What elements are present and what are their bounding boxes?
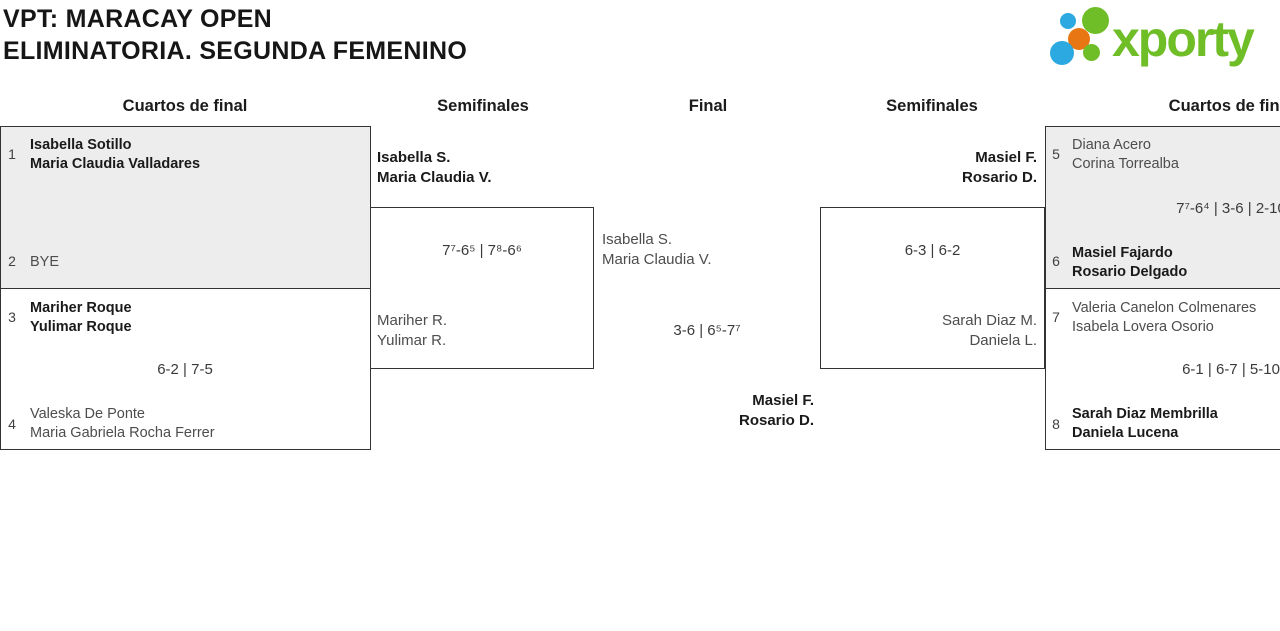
player-name: Sarah Diaz M. — [941, 312, 1037, 329]
sf-left-box — [370, 207, 594, 369]
seed-number: 7 — [1052, 309, 1060, 325]
match-score: 6-2 | 7-5 — [157, 361, 213, 378]
team-entry: Diana Acero Corina Torrealba — [1072, 136, 1179, 174]
team-entry: Valeria Canelon Colmenares Isabela Lover… — [1072, 299, 1256, 337]
round-header-final: Final — [688, 97, 728, 115]
team-entry: Valeska De Ponte Maria Gabriela Rocha Fe… — [30, 405, 215, 443]
player-name: Rosario D. — [961, 169, 1037, 186]
match-score: 7⁷-6⁵ | 7⁸-6⁶ — [442, 242, 522, 259]
team-entry: Masiel Fajardo Rosario Delgado — [1072, 244, 1187, 282]
player-name: Maria Claudia V. — [377, 169, 492, 186]
player-name: Mariher R. — [377, 312, 448, 329]
player-name: Rosario Delgado — [1072, 264, 1188, 280]
player-name: Maria Claudia Valladares — [30, 156, 201, 172]
player-name: Valeska De Ponte — [30, 406, 145, 422]
player-name: Masiel Fajardo — [1072, 245, 1173, 261]
sf-right-box — [820, 207, 1045, 369]
seed-number: 6 — [1052, 253, 1060, 269]
team-entry: Isabella S. Maria Claudia V. — [602, 230, 712, 270]
round-header-qf-left: Cuartos de final — [122, 97, 248, 115]
player-name: Daniela L. — [969, 332, 1037, 349]
team-entry: Sarah Diaz Membrilla Daniela Lucena — [1072, 405, 1218, 443]
seed-number: 1 — [8, 146, 16, 162]
player-name: Yulimar Roque — [30, 319, 132, 335]
round-header-qf-right: Cuartos de final — [1168, 97, 1280, 115]
player-name: Masiel F. — [752, 392, 814, 409]
match-score: 7⁷-6⁴ | 3-6 | 2-10 — [1176, 200, 1280, 217]
team-entry: Isabella Sotillo Maria Claudia Valladare… — [30, 136, 200, 174]
player-name: Isabella S. — [602, 231, 673, 248]
bye-label: BYE — [30, 254, 60, 270]
tournament-title: VPT: MARACAY OPEN — [3, 5, 273, 33]
logo-dot-green-small-icon — [1083, 44, 1100, 61]
seed-number: 3 — [8, 309, 16, 325]
player-name: Isabela Lovera Osorio — [1072, 319, 1214, 335]
seed-number: 2 — [8, 253, 16, 269]
tournament-subtitle: ELIMINATORIA. SEGUNDA FEMENINO — [3, 37, 468, 65]
logo-wordmark: xporty — [1112, 11, 1255, 67]
team-entry: Mariher Roque Yulimar Roque — [30, 299, 132, 337]
seed-number: 5 — [1052, 146, 1060, 162]
match-score: 3-6 | 6⁵-7⁷ — [673, 322, 741, 339]
match-score: 6-1 | 6-7 | 5-10 — [1182, 361, 1280, 378]
match-score: 6-3 | 6-2 — [904, 242, 961, 259]
qf-right-box — [1045, 126, 1280, 450]
round-header-sf-right: Semifinales — [886, 97, 978, 115]
round-header-sf-left: Semifinales — [437, 97, 529, 115]
player-name: Rosario D. — [738, 412, 814, 429]
player-name: Masiel F. — [975, 149, 1037, 166]
player-name: Sarah Diaz Membrilla — [1072, 406, 1218, 422]
team-entry: Isabella S. Maria Claudia V. — [377, 148, 492, 188]
player-name: Corina Torrealba — [1072, 156, 1179, 172]
seed-number: 4 — [8, 416, 16, 432]
champion-entry: Masiel F. Rosario D. — [600, 391, 814, 431]
logo-dot-blue-large-icon — [1050, 41, 1074, 65]
player-name: Daniela Lucena — [1072, 425, 1179, 441]
player-name: Valeria Canelon Colmenares — [1072, 300, 1257, 316]
player-name: Isabella S. — [377, 149, 451, 166]
player-name: Maria Claudia V. — [602, 251, 712, 268]
team-entry: BYE — [30, 253, 59, 272]
logo-dot-orange-icon — [1068, 28, 1090, 50]
seed-number: 8 — [1052, 416, 1060, 432]
qf-left-box — [0, 126, 371, 450]
team-entry: Sarah Diaz M. Daniela L. — [820, 311, 1037, 351]
qf-left-top-half — [1, 127, 370, 289]
player-name: Mariher Roque — [30, 300, 132, 316]
player-name: Isabella Sotillo — [30, 137, 132, 153]
team-entry: Mariher R. Yulimar R. — [377, 311, 447, 351]
player-name: Diana Acero — [1072, 137, 1151, 153]
logo-dot-green-large-icon — [1082, 7, 1109, 34]
team-entry: Masiel F. Rosario D. — [820, 148, 1037, 188]
logo-dot-blue-small-icon — [1060, 13, 1076, 29]
player-name: Yulimar R. — [377, 332, 447, 349]
player-name: Maria Gabriela Rocha Ferrer — [30, 425, 215, 441]
qf-right-top-half — [1046, 127, 1280, 289]
